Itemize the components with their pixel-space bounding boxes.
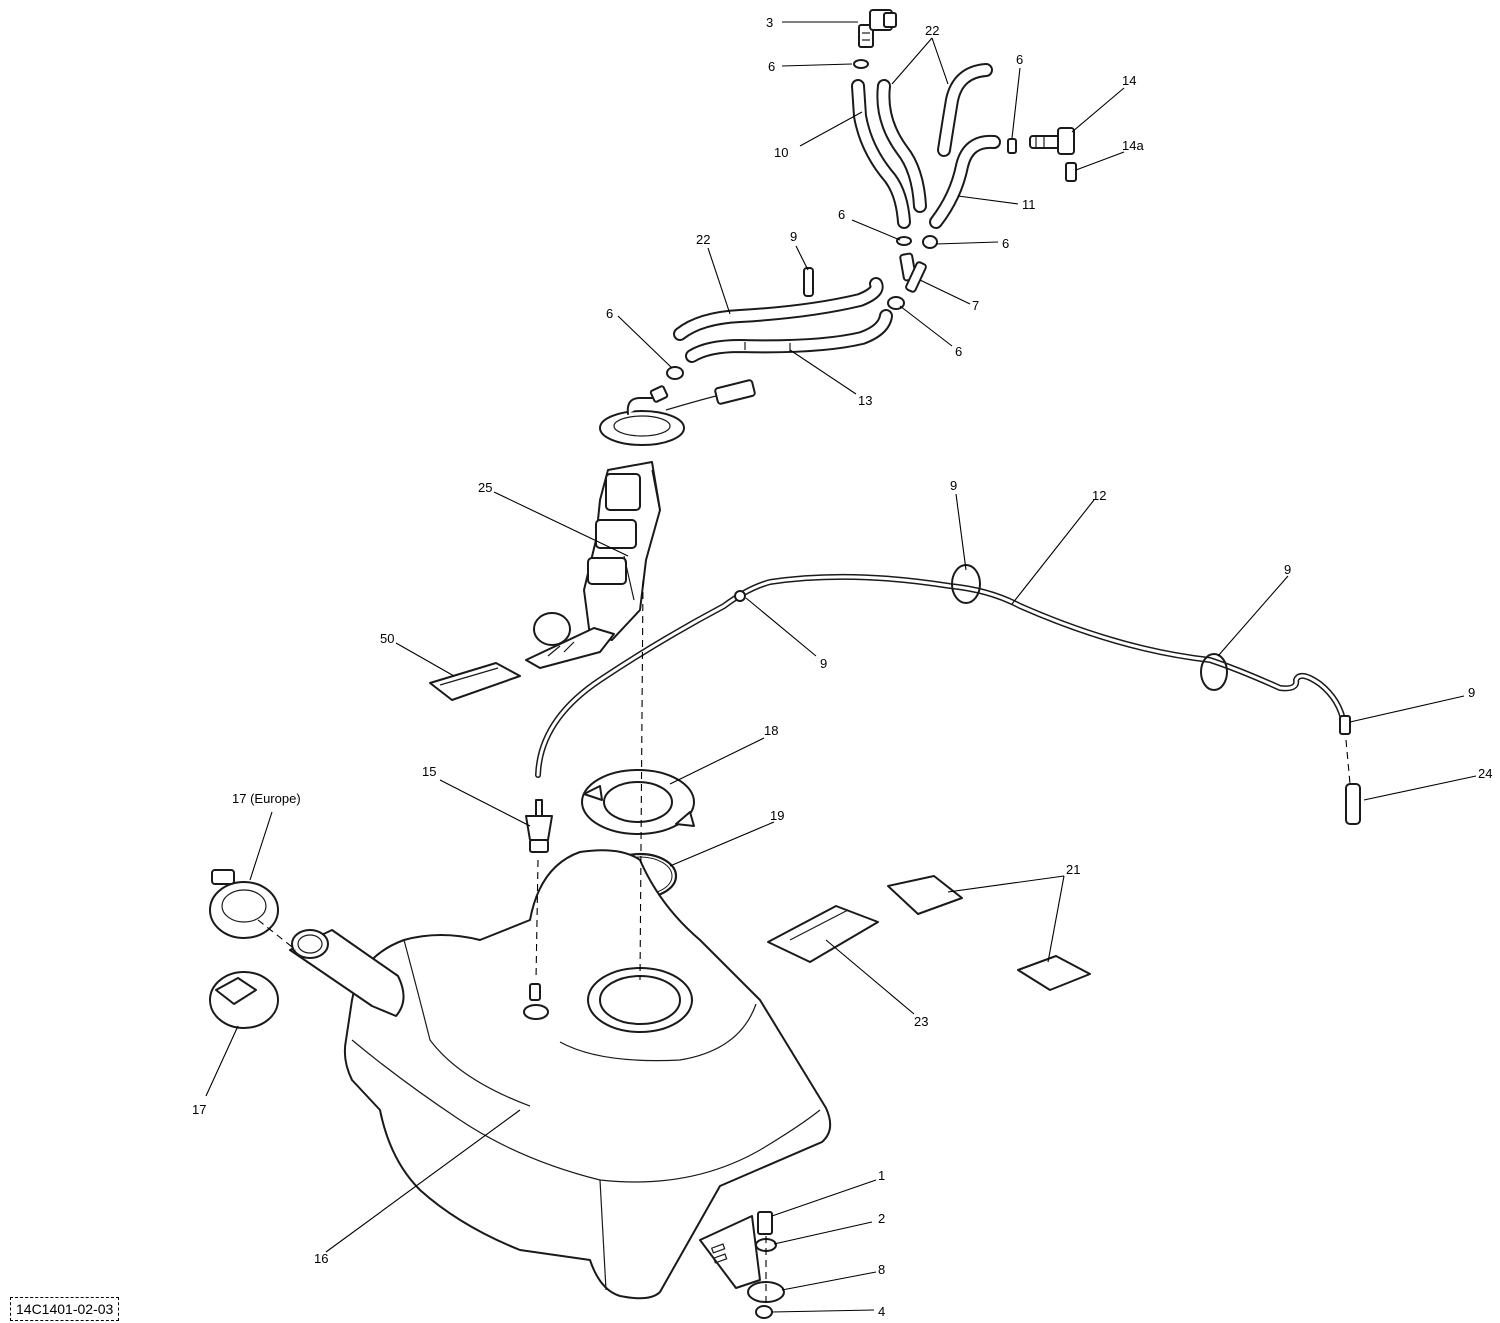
- fitting-7: [905, 261, 927, 293]
- callout-9: 9: [820, 656, 827, 671]
- callout-6: 6: [768, 59, 775, 74]
- callout-16: 16: [314, 1251, 328, 1266]
- callout-11: 11: [1022, 197, 1036, 212]
- callout-6: 6: [606, 306, 613, 321]
- hose-22-upper: [876, 63, 993, 213]
- clamp-6-mid-right: [922, 235, 938, 249]
- callout-4: 4: [878, 1304, 885, 1319]
- callout-25: 25: [478, 480, 492, 495]
- lock-ring-18: [581, 769, 695, 835]
- hose-22-lower: [673, 277, 884, 341]
- connector-3: [858, 9, 897, 48]
- leader-lines: [205, 21, 1477, 1313]
- callout-6: 6: [1016, 52, 1023, 67]
- clamp-6-mid-left: [896, 236, 912, 246]
- callout-8: 8: [878, 1262, 885, 1277]
- clip-14a: [1065, 162, 1077, 182]
- callout-6: 6: [955, 344, 962, 359]
- pad-21-upper: [887, 875, 963, 915]
- callout-1: 1: [878, 1168, 885, 1183]
- callout-3: 3: [766, 15, 773, 30]
- bolt-1: [757, 1211, 773, 1235]
- callout-12: 12: [1092, 488, 1106, 503]
- callout-7: 7: [972, 298, 979, 313]
- callouts: 3 6 22 6 14 14a 10 11 6 6 7 6 9 22 6 13 …: [192, 15, 1492, 1319]
- fuel-cap-17: [209, 971, 279, 1029]
- nut-4: [755, 1305, 773, 1319]
- callout-21: 21: [1066, 862, 1080, 877]
- fuel-tank-16: [289, 849, 832, 1300]
- clip-9-vent: [734, 564, 1351, 735]
- pad-23: [767, 905, 879, 963]
- callout-6: 6: [838, 207, 845, 222]
- hose-13: [685, 309, 893, 363]
- clamp-6-pump: [666, 366, 684, 380]
- fuel-pump-25: [525, 379, 756, 669]
- alignment-lines: [257, 579, 1351, 1306]
- callout-2: 2: [878, 1211, 885, 1226]
- callout-14a: 14a: [1122, 138, 1144, 153]
- clip-9-upper: [803, 267, 814, 297]
- vent-line-12: [535, 573, 1347, 778]
- callout-9: 9: [1468, 685, 1475, 700]
- callout-17-europe: 17 (Europe): [232, 791, 301, 806]
- callout-22: 22: [696, 232, 710, 247]
- clamp-6-upper-right: [1007, 138, 1017, 154]
- clamp-6-top: [853, 59, 869, 69]
- pad-50: [429, 662, 521, 701]
- callout-24: 24: [1478, 766, 1492, 781]
- callout-13: 13: [858, 393, 872, 408]
- callout-14: 14: [1122, 73, 1136, 88]
- callout-22: 22: [925, 23, 939, 38]
- callout-15: 15: [422, 764, 436, 779]
- valve-15: [525, 799, 553, 853]
- callout-19: 19: [770, 808, 784, 823]
- diagram-reference-code: 14C1401-02-03: [10, 1297, 120, 1321]
- callout-50: 50: [380, 631, 394, 646]
- callout-6: 6: [1002, 236, 1009, 251]
- hose-10: [851, 79, 911, 229]
- pad-21-lower: [1017, 955, 1091, 991]
- callout-9: 9: [790, 229, 797, 244]
- callout-23: 23: [914, 1014, 928, 1029]
- callout-9: 9: [1284, 562, 1291, 577]
- vent-valve-24: [1345, 783, 1361, 825]
- callout-18: 18: [764, 723, 778, 738]
- callout-17: 17: [192, 1102, 206, 1117]
- connector-14: [1029, 127, 1075, 155]
- fuel-cap-17-europe: [209, 869, 279, 939]
- hose-11: [929, 134, 1001, 229]
- callout-9: 9: [950, 478, 957, 493]
- callout-10: 10: [774, 145, 788, 160]
